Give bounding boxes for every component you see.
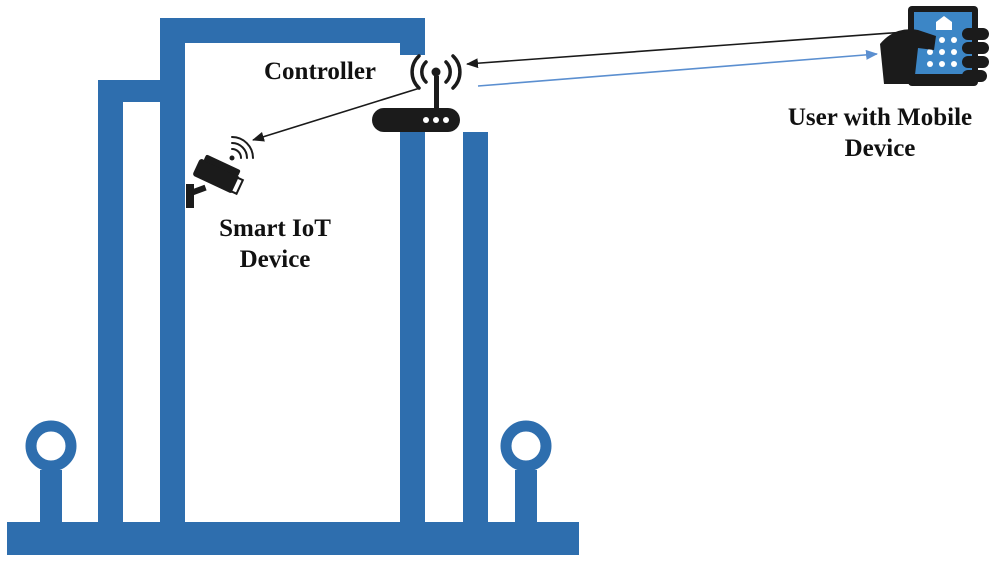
user-label-line2: Device [844,135,916,162]
wifi-signal-icon [229,136,254,161]
outer-right-pillar [463,132,488,525]
top-beam [160,18,425,43]
user-label: User with Mobile Device [770,102,990,164]
right-post [515,470,537,525]
right-top-post [400,18,425,55]
decorative-rings [25,420,552,472]
inner-left-pillar [160,18,185,525]
ground-base [7,522,579,555]
inner-right-pillar [400,132,425,525]
iot-device-label-line2: Device [239,246,311,273]
left-post [40,470,62,525]
arrow-controller-to-user [477,49,878,87]
building-structure [7,18,579,555]
arrow-controller-to-iot [252,87,421,142]
iot-device-label-line1: Smart IoT [219,215,331,242]
hand-with-mobile-icon [880,6,989,86]
iot-device-label: Smart IoT Device [195,213,355,275]
right-ring [500,420,552,472]
outer-left-pillar [98,80,123,525]
cctv-camera-icon [186,154,245,208]
controller-label: Controller [264,58,377,85]
user-label-line1: User with Mobile [787,104,973,131]
left-ring [25,420,77,472]
wifi-router-icon [372,54,462,132]
arrow-user-to-controller [466,31,906,69]
